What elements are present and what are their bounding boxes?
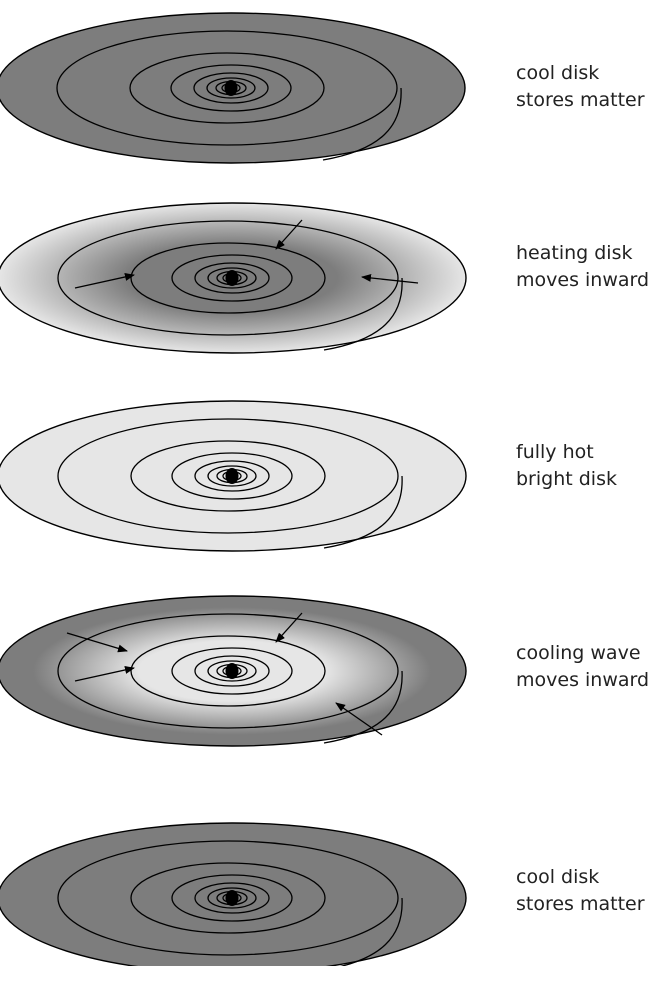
caption-line-2: moves inward — [516, 669, 650, 691]
spiral-tail — [323, 670, 403, 744]
inward-arrow — [74, 666, 135, 682]
spiral-tail — [323, 277, 403, 351]
disk-panel-cool-1: cool disk stores matter — [0, 0, 670, 190]
orbit-ring — [130, 862, 326, 934]
caption-line-1: cool disk — [516, 62, 600, 84]
disk-panel-hot: fully hot bright disk — [0, 388, 670, 578]
orbit-ring — [56, 30, 398, 146]
caption-line-2: stores matter — [516, 893, 645, 915]
orbit-ring — [130, 440, 326, 512]
orbit-ring — [57, 840, 399, 956]
orbit-ring — [206, 77, 256, 99]
orbit-ring — [171, 452, 293, 500]
caption-line-2: moves inward — [516, 269, 650, 291]
orbit-ring — [207, 465, 257, 487]
inward-arrow — [335, 702, 383, 736]
orbit-ring — [170, 64, 292, 112]
disk-panel-cooling: cooling wave moves inward — [0, 585, 670, 775]
inward-arrow — [74, 273, 135, 289]
caption-line-1: cooling wave — [516, 642, 641, 664]
spiral-tail — [339, 897, 403, 966]
disk-panel-cool-2: cool disk stores matter — [0, 810, 670, 1000]
orbit-ring — [57, 220, 399, 336]
inward-arrow — [275, 612, 303, 643]
orbit-ring — [207, 267, 257, 289]
disk-drawing — [0, 400, 467, 552]
disk-drawing — [0, 595, 467, 747]
caption-line-1: heating disk — [516, 242, 633, 264]
orbit-ring — [171, 254, 293, 302]
orbit-ring — [207, 660, 257, 682]
disk-panel-heating: heating disk moves inward — [0, 190, 670, 380]
caption-line-2: bright disk — [516, 468, 617, 490]
disk-caption: heating disk moves inward — [516, 240, 649, 294]
orbit-ring — [193, 72, 269, 104]
orbit-ring — [194, 460, 270, 492]
orbit-ring — [194, 882, 270, 914]
orbit-ring — [194, 262, 270, 294]
orbit-ring — [129, 52, 325, 124]
disk-caption: cool disk stores matter — [516, 864, 645, 918]
disk-caption: cool disk stores matter — [516, 60, 645, 114]
orbit-ring — [57, 613, 399, 729]
caption-line-1: cool disk — [516, 866, 600, 888]
caption-line-2: stores matter — [516, 89, 645, 111]
disk-drawing — [0, 202, 467, 354]
inward-arrow — [361, 273, 419, 284]
central-star — [225, 890, 239, 906]
central-star — [225, 468, 239, 484]
central-star — [225, 663, 239, 679]
orbit-ring — [171, 647, 293, 695]
central-star — [225, 270, 239, 286]
disk-drawing — [0, 822, 467, 966]
inward-arrow — [66, 632, 128, 653]
spiral-tail — [323, 475, 403, 549]
accretion-disk-diagram: cool disk stores matter heating disk mov… — [0, 0, 670, 966]
disk-caption: fully hot bright disk — [516, 439, 617, 493]
orbit-ring — [57, 418, 399, 534]
orbit-ring — [207, 887, 257, 909]
spiral-tail — [322, 87, 402, 161]
caption-line-1: fully hot — [516, 441, 594, 463]
inward-arrow — [275, 219, 303, 250]
central-star — [224, 80, 238, 96]
disk-drawing — [0, 12, 466, 164]
orbit-ring — [194, 655, 270, 687]
disk-caption: cooling wave moves inward — [516, 640, 649, 694]
orbit-ring — [171, 874, 293, 922]
